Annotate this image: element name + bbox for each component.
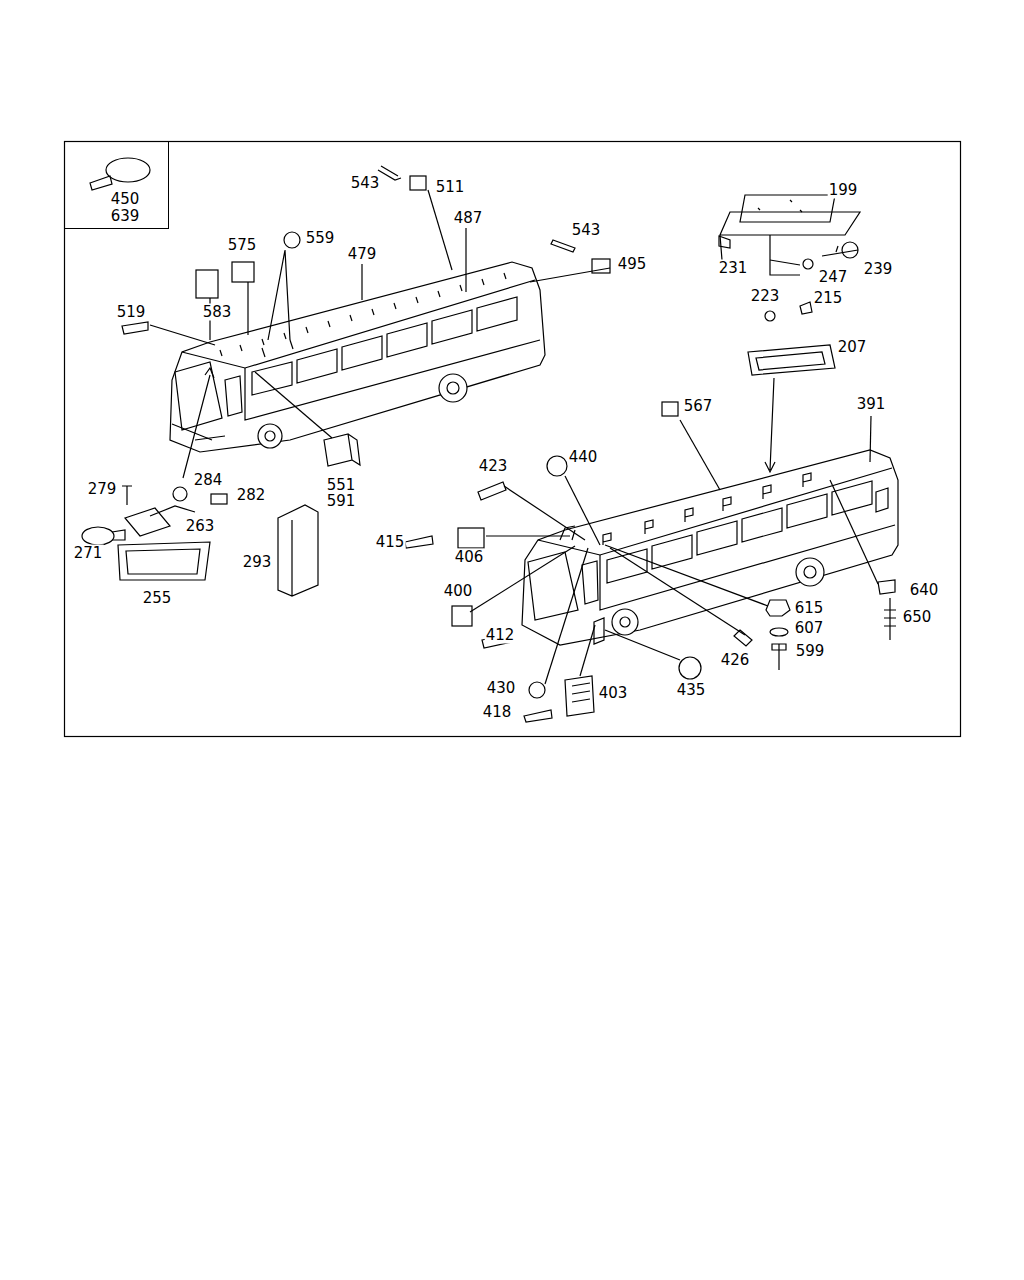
callout-number: 391 — [856, 396, 887, 413]
callout-number: 639 — [111, 208, 140, 225]
callout-number: 615 — [794, 600, 825, 617]
callout-number: 418 — [482, 704, 513, 721]
callout-number: 567 — [683, 398, 714, 415]
callout-number: 450 — [111, 191, 140, 208]
callout-number: 207 — [837, 339, 868, 356]
callout-number: 650 — [902, 609, 933, 626]
callout-number: 607 — [794, 620, 825, 637]
callout-number: 239 — [863, 261, 894, 278]
callout-number: 284 — [193, 472, 224, 489]
callout-number: 495 — [617, 256, 648, 273]
callout-number: 231 — [718, 260, 749, 277]
callout-number: 255 — [142, 590, 173, 607]
callout-number: 543 — [571, 222, 602, 239]
frame — [65, 142, 961, 737]
callout-number: 543 — [350, 175, 381, 192]
bus-bottom — [522, 450, 898, 645]
callout-number: 519 — [116, 304, 147, 321]
callout-number: 223 — [750, 288, 781, 305]
callout-number: 559 — [305, 230, 336, 247]
callout-number: 282 — [236, 487, 267, 504]
callout-number: 575 — [227, 237, 258, 254]
callout-number: 440 — [568, 449, 599, 466]
callout-number: 400 — [443, 583, 474, 600]
callout-number: 640 — [909, 582, 940, 599]
callout-number: 199 — [828, 182, 859, 199]
callout-number: 430 — [486, 680, 517, 697]
callout-number: 426 — [720, 652, 751, 669]
callout-number: 271 — [73, 545, 104, 562]
callout-number: 551 — [326, 477, 357, 494]
inset-box: 450639 — [64, 141, 169, 229]
part-icons — [82, 166, 896, 722]
callout-number: 583 — [202, 304, 233, 321]
callout-number: 247 — [818, 269, 849, 286]
callout-number: 479 — [347, 246, 378, 263]
callout-number: 435 — [676, 682, 707, 699]
callout-number: 279 — [87, 481, 118, 498]
callout-number: 263 — [185, 518, 216, 535]
callout-number: 406 — [454, 549, 485, 566]
callout-number: 599 — [795, 643, 826, 660]
callout-number: 215 — [813, 290, 844, 307]
callout-number: 415 — [375, 534, 406, 551]
bus-top — [170, 262, 545, 452]
cable-tie-icon — [90, 158, 150, 190]
callout-number: 423 — [478, 458, 509, 475]
callout-number: 511 — [435, 179, 466, 196]
callout-number: 487 — [453, 210, 484, 227]
callout-number: 403 — [598, 685, 629, 702]
callout-number: 591 — [326, 493, 357, 510]
leader-lines — [150, 190, 878, 684]
callout-number: 293 — [242, 554, 273, 571]
callout-number: 412 — [485, 627, 516, 644]
